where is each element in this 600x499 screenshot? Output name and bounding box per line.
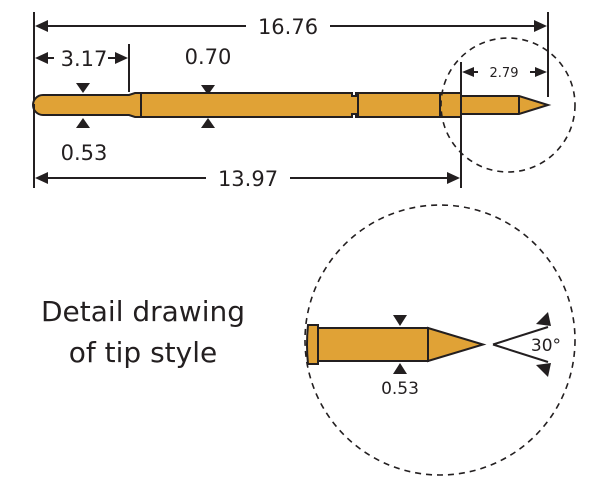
- detail-caption-line2: of tip style: [69, 336, 217, 369]
- tip-diameter-dimension-detail: 0.53: [381, 315, 419, 399]
- tip-shank: [317, 327, 429, 362]
- length-to-tip-dimension: 13.97: [33, 104, 462, 191]
- detail-enlarged-circle: [304, 204, 576, 476]
- tip-angle-label: 30°: [531, 336, 561, 356]
- overall-length-dimension: 16.76: [33, 12, 549, 104]
- tip-point: [427, 326, 487, 363]
- barrel-front: [140, 92, 359, 118]
- tip-to-step-label: 3.17: [61, 47, 108, 71]
- tip-length-dimension: 2.79: [460, 62, 547, 96]
- tip-diameter-label-main: 0.53: [61, 141, 108, 165]
- pin-main-view: [32, 92, 552, 118]
- detail-caption-line1: Detail drawing: [41, 295, 245, 328]
- tip-to-step-dimension: 3.17: [35, 44, 130, 92]
- length-to-tip-label: 13.97: [218, 167, 278, 191]
- tip: [460, 95, 552, 115]
- barrel-rear: [357, 92, 462, 118]
- plunger: [32, 92, 142, 118]
- tip-collar: [306, 324, 319, 365]
- tip-angle-dimension: 30°: [492, 312, 561, 377]
- detail-marker-circle: [440, 37, 576, 173]
- tip-diameter-label-detail: 0.53: [381, 379, 419, 399]
- overall-length-label: 16.76: [258, 15, 318, 39]
- tip-length-label: 2.79: [490, 66, 519, 81]
- tip-detail-view: [306, 324, 487, 365]
- body-diameter-dimension: 0.70: [185, 45, 232, 128]
- body-diameter-label: 0.70: [185, 45, 232, 69]
- tip-diameter-dimension-main: 0.53: [61, 83, 108, 165]
